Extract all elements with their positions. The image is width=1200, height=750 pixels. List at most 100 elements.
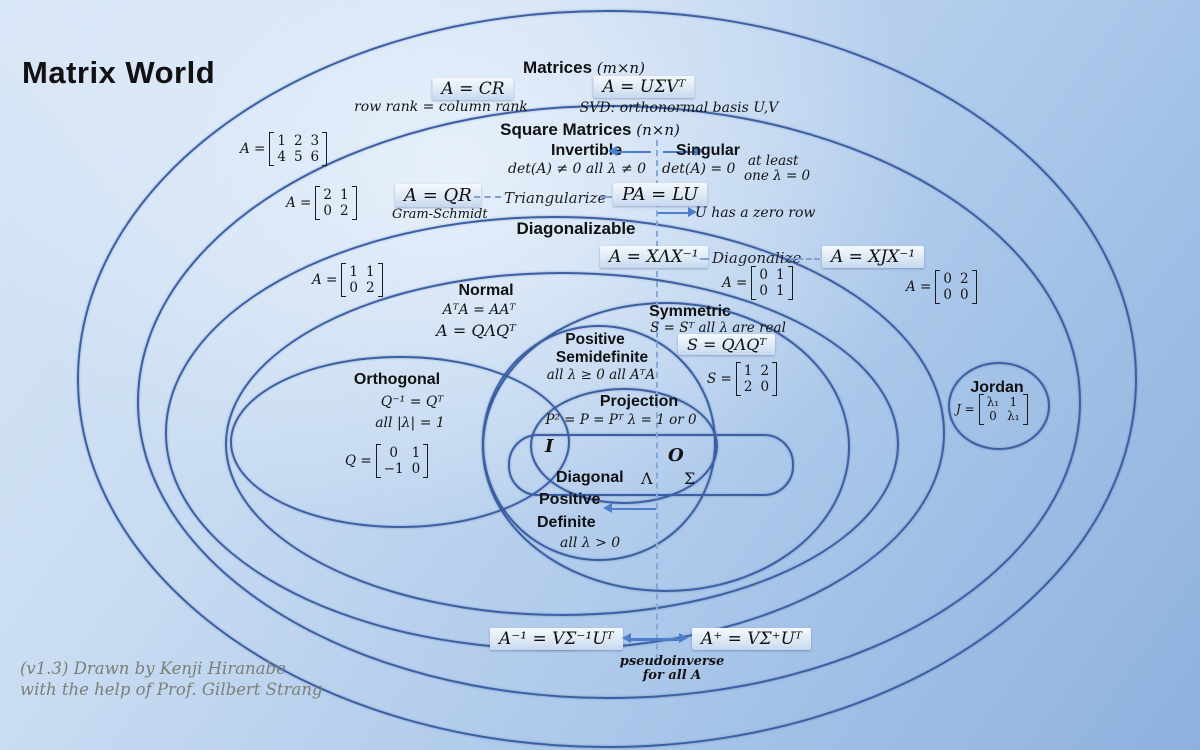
formula-inverse-svd: A⁻¹ = VΣ⁻¹Uᵀ: [490, 628, 623, 650]
set-capsule-diagonal: [508, 434, 794, 496]
matrix-cell: 1: [349, 264, 358, 280]
set-label-orthogonal: Orthogonal: [353, 371, 441, 388]
matrix-cell: 5: [293, 149, 303, 166]
formula-jordan-form: A = XJX⁻¹: [822, 246, 925, 268]
identity-matrix-symbol: I: [545, 436, 554, 457]
formula-pseudoinverse-svd: A⁺ = VΣ⁺Uᵀ: [692, 628, 812, 650]
set-ellipse-normal: [225, 272, 899, 616]
page-title: Matrix World: [22, 55, 216, 90]
matrix-cell: 0: [759, 283, 768, 300]
positive-definite-arrow-icon: [603, 502, 656, 515]
matrix-cell: 0: [943, 287, 952, 304]
matrix-cell: 2: [323, 187, 332, 203]
matrix-cell: −1: [383, 461, 404, 478]
cr-note: row rank = column rank: [354, 99, 528, 115]
matrix-cell: 4: [277, 149, 286, 166]
set-label-diagonalizable: Diagonalizable: [516, 219, 636, 238]
set-ellipse-matrices: [77, 10, 1137, 748]
invertible-arrow-icon: [608, 145, 651, 158]
orthogonal-condition-2: all |λ| = 1: [375, 415, 445, 431]
singular-arrow-icon: [663, 145, 704, 158]
square-matrices-dims: (n×n): [636, 121, 680, 139]
matrix-cell: 0: [760, 379, 770, 396]
matrix-cell: 6: [310, 149, 320, 166]
singular-note-2: one λ = 0: [744, 168, 811, 184]
normal-spectral: A = QΛQᵀ: [436, 321, 516, 340]
diagonalize-dash-left: [700, 258, 709, 260]
zero-matrix-symbol: O: [668, 445, 684, 466]
matrix-cell: 1: [775, 283, 785, 300]
matrix-cell: 0: [411, 461, 421, 478]
set-ellipse-square-matrices: [137, 105, 1081, 699]
matrix-cell: 1: [1009, 395, 1018, 409]
invertible-condition: det(A) ≠ 0 all λ ≠ 0: [508, 161, 647, 177]
matrix-cell: λ₁: [1007, 409, 1020, 424]
matrix-cell: 1: [743, 363, 753, 379]
set-label-jordan: Jordan: [970, 379, 1024, 396]
formula-svd: A = UΣVᵀ: [593, 76, 695, 98]
matrix-cell: 3: [310, 133, 320, 149]
pseudoinverse-note-2: for all A: [642, 668, 702, 683]
label-invertible: Invertible: [551, 142, 623, 159]
matrix-cell: 2: [339, 203, 349, 220]
formula-symmetric-spectral: S = QΛQᵀ: [678, 334, 776, 355]
set-label-diagonal: Diagonal: [556, 469, 624, 486]
projection-condition: P² = P = Pᵀ λ = 1 or 0: [545, 412, 697, 428]
set-label-symmetric: Symmetric: [649, 303, 731, 320]
psd-condition: all λ ≥ 0 all AᵀA: [546, 367, 656, 383]
matrix-cell: 1: [277, 133, 286, 149]
singular-condition: det(A) = 0: [662, 161, 736, 177]
matrix-cell: 0: [323, 203, 332, 220]
formula-eigendecomposition: A = XΛX⁻¹: [600, 246, 708, 268]
zero-row-arrow-icon: [658, 206, 697, 219]
label-singular: Singular: [676, 142, 741, 159]
matrix-cell: 1: [365, 264, 375, 280]
matrix-cell: 0: [349, 280, 358, 297]
matrix-cell: λ₁: [986, 395, 1000, 409]
singular-note-1: at least: [748, 153, 799, 169]
pseudoinverse-note-1: pseudoinverse: [619, 654, 725, 669]
matrix-cell: 0: [943, 271, 952, 287]
matrix-cell: 2: [293, 133, 303, 149]
matrix-cell: 1: [775, 267, 785, 283]
credit-line-2: with the help of Prof. Gilbert Strang: [20, 680, 323, 699]
pd-condition: all λ > 0: [560, 535, 621, 551]
pseudoinverse-double-arrow-icon: [622, 633, 688, 644]
set-ellipse-orthogonal: [230, 356, 570, 528]
set-label-positive-semidefinite-1: Positive: [565, 331, 625, 348]
label-triangularize: Triangularize: [504, 189, 607, 207]
symmetric-condition: S = Sᵀ all λ are real: [650, 320, 786, 336]
svd-note: SVD: orthonormal basis U,V: [579, 100, 779, 116]
set-label-projection: Projection: [599, 393, 679, 410]
invertible-singular-divider: [656, 140, 658, 660]
label-diagonalize: Diagonalize: [712, 249, 802, 267]
matrix-cell: 2: [959, 271, 969, 287]
set-label-positive-definite-2: Definite: [537, 514, 596, 531]
formula-cr: A = CR: [432, 78, 514, 100]
credit-line-1: (v1.3) Drawn by Kenji Hiranabe: [20, 659, 286, 678]
set-label-matrices: Matrices (m×n): [523, 58, 645, 77]
orthogonal-condition-1: Q⁻¹ = Qᵀ: [380, 394, 444, 410]
lu-note: U has a zero row: [695, 205, 816, 221]
matrix-cell: 2: [743, 379, 753, 396]
matrix-cell: 2: [365, 280, 375, 297]
diagonalize-dash-right: [789, 258, 820, 260]
matrix-cell: 1: [339, 187, 349, 203]
set-label-normal: Normal: [458, 282, 514, 299]
matrix-cell: 0: [389, 445, 398, 461]
diagonal-sigma-symbol: Σ: [684, 469, 696, 488]
matrix-cell: 0: [959, 287, 969, 304]
matrices-dims: (m×n): [596, 59, 645, 77]
matrix-cell: 2: [760, 363, 770, 379]
normal-condition: AᵀA = AAᵀ: [442, 302, 516, 318]
qr-lu-dash-left: [474, 196, 501, 198]
set-ellipse-jordan: [948, 362, 1050, 450]
set-label-positive-semidefinite-2: Semidefinite: [555, 349, 649, 366]
